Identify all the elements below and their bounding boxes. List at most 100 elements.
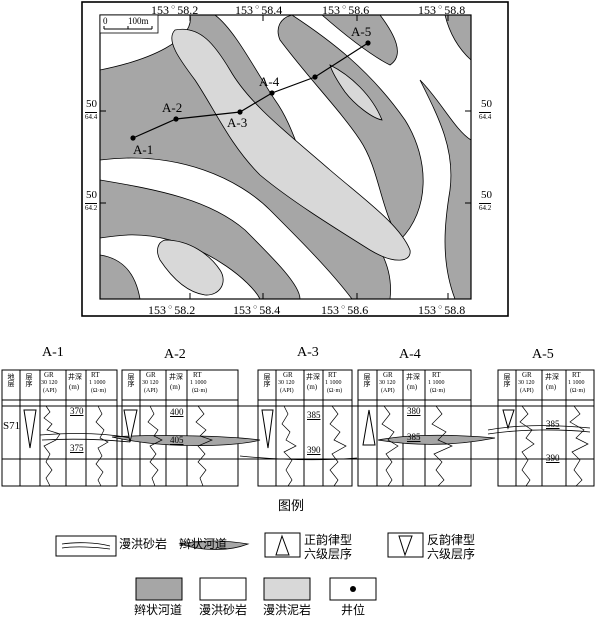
braided-lens-a2-a4 <box>111 435 261 447</box>
a2-panel <box>121 369 239 487</box>
a4-header-depth-unit: (m) <box>407 383 418 391</box>
right-coord-2-min: 64.2 <box>479 203 492 212</box>
a1-header-rt-unit: (Ω·m) <box>91 388 107 394</box>
legend-flood-sand-label: 漫洪砂岩 <box>199 603 248 617</box>
strat-label-s71: S71 <box>3 420 21 432</box>
a2-rt-log <box>195 405 213 487</box>
braided-lens-a4-a5 <box>377 434 496 445</box>
left-coord-1-deg: 50 <box>86 98 97 110</box>
a5-rhythm <box>502 409 515 430</box>
a4-header-gr-range: 30 120 <box>379 380 396 386</box>
legend-positive-rhythm-symbol <box>264 532 301 558</box>
well-label-a5: A-5 <box>351 24 372 39</box>
legend-negative-rhythm-symbol <box>387 532 424 558</box>
scale-zero: 0 <box>103 16 108 26</box>
bottom-coord-4: 153○58.8 <box>418 303 466 317</box>
section-title-a1: A-1 <box>42 345 64 360</box>
a2-header-gr-unit: (API) <box>144 388 158 394</box>
legend-braided-symbol <box>178 540 250 550</box>
legend-neg-rhythm-line1: 反韵律型 <box>427 533 476 547</box>
a4-gr-log <box>381 405 399 487</box>
legend-well-label: 井位 <box>341 603 366 617</box>
left-coord-2-min: 64.2 <box>85 203 98 212</box>
scale-label: 100m <box>128 16 149 26</box>
left-coord-1-min: 64.4 <box>85 112 98 121</box>
a1-header-gr-range: 30 120 <box>41 380 58 386</box>
legend-swatch-flood-mud <box>263 577 311 601</box>
mud-band-lower <box>157 239 224 296</box>
legend-pos-rhythm-line1: 正韵律型 <box>304 533 353 547</box>
right-coord-1-deg: 50 <box>481 98 492 110</box>
legend-braided-sym-label: 辫状河道 <box>179 537 228 551</box>
legend-flood-sand-sym-label: 漫洪砂岩 <box>119 537 168 551</box>
a1-header-gr: GR <box>44 371 54 379</box>
a5-header-gr-range: 30 120 <box>518 380 535 386</box>
a1-depth-375: 375 <box>70 443 84 453</box>
top-coord-2: 153○58.4 <box>235 3 283 17</box>
a1-header-seq: 层序 <box>25 373 33 388</box>
channel-top-mid <box>321 15 398 66</box>
a2-header-gr-range: 30 120 <box>142 380 159 386</box>
sequence-curve-mid <box>239 455 358 461</box>
a4-header-rt: RT <box>432 371 441 379</box>
a3-header-gr-unit: (API) <box>280 388 294 394</box>
bottom-coord-1: 153○58.2 <box>148 303 196 317</box>
channel-right-edge <box>419 79 471 299</box>
a3-header-gr-range: 30 120 <box>278 380 295 386</box>
section-title-a4: A-4 <box>399 347 421 362</box>
a2-header-gr: GR <box>146 371 156 379</box>
a2-depth-405: 405 <box>170 435 184 445</box>
a1-header-gr-unit: (API) <box>43 388 57 394</box>
a5-rt-log <box>569 405 589 487</box>
a3-header-seq: 层序 <box>263 373 271 388</box>
a1-header-depth: 井深 <box>68 373 82 381</box>
a4-rt-log <box>431 405 453 487</box>
legend-neg-rhythm-line2: 六级层序 <box>427 547 476 561</box>
mud-band-main <box>171 28 411 261</box>
well-dot-a4 <box>269 90 275 96</box>
a5-header-depth: 井深 <box>545 373 559 381</box>
a3-depth-385: 385 <box>307 410 321 420</box>
a3-header-depth: 井深 <box>306 373 320 381</box>
section-title-a2: A-2 <box>164 347 186 362</box>
a1-header-strat: 地层 <box>7 373 15 388</box>
map-outer-frame <box>81 1 509 317</box>
mud-right <box>329 64 383 121</box>
well-label-a4: A-4 <box>259 74 280 89</box>
a5-depth-385: 385 <box>546 419 560 429</box>
a3-header-rt-unit: (Ω·m) <box>327 388 343 394</box>
flood-sand-lens-right <box>487 425 591 435</box>
a3-rhythm <box>261 409 274 449</box>
a3-gr-log <box>281 405 297 487</box>
top-coord-1: 153○58.2 <box>151 3 199 17</box>
legend-flood-mud-label: 漫洪泥岩 <box>263 603 312 617</box>
a4-depth-380: 380 <box>407 406 421 416</box>
a1-gr-log <box>43 405 61 487</box>
facies-map <box>81 1 509 317</box>
section-title-a5: A-5 <box>532 347 554 362</box>
legend-flood-sand-symbol <box>55 535 117 557</box>
legend-title: 图例 <box>278 499 305 514</box>
legend-symbols <box>55 532 424 601</box>
a4-header-rt-unit: (Ω·m) <box>430 388 446 394</box>
a3-depth-390: 390 <box>307 445 321 455</box>
a3-header-rt-range: 1 1000 <box>325 380 342 386</box>
a5-header-rt: RT <box>572 371 581 379</box>
well-dots <box>130 40 371 141</box>
a3-panel <box>257 369 353 487</box>
a1-depth-370: 370 <box>70 406 84 416</box>
channel-right-middle <box>277 15 424 241</box>
a2-header-depth: 井深 <box>169 373 183 381</box>
well-dot-a1 <box>130 135 136 141</box>
a2-header-seq: 层序 <box>127 373 135 388</box>
well-dot-a3 <box>237 109 243 115</box>
a2-header-rt: RT <box>193 371 202 379</box>
a1-header-depth-unit: (m) <box>69 383 80 391</box>
well-dot-a5 <box>365 40 371 46</box>
right-coord-2-deg: 50 <box>481 189 492 201</box>
a5-header-gr: GR <box>522 371 532 379</box>
a4-header-gr-unit: (API) <box>381 388 395 394</box>
channel-top-right <box>444 15 471 61</box>
a5-header-seq: 层序 <box>503 373 511 388</box>
a1-panel <box>1 369 118 487</box>
